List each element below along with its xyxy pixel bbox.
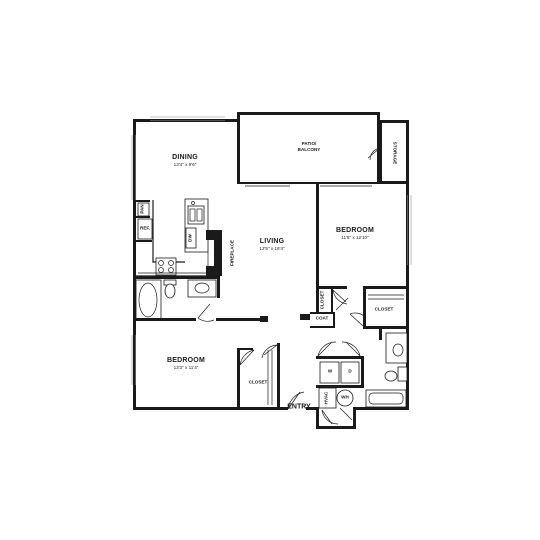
bedroom-left-label: BEDROOM 13'3" x 11'4"	[167, 357, 205, 371]
patio-label: PATIO/ BALCONY	[297, 140, 321, 152]
living-label: LIVING 12'5" x 16'4"	[259, 238, 284, 252]
living-dims: 12'5" x 16'4"	[259, 246, 285, 252]
living-name: LIVING	[259, 238, 285, 246]
storage-walls	[367, 120, 409, 184]
washer-label: W	[327, 368, 333, 374]
dryer-label: D	[348, 368, 352, 374]
bedroom-right-name: BEDROOM	[336, 227, 374, 235]
wh-label: WH	[341, 394, 349, 400]
dining-name: DINING	[172, 154, 198, 162]
bedroom-right-dims: 11'5" x 12'10"	[341, 235, 369, 241]
right-bedroom-walls	[300, 184, 409, 328]
pan-label: PAN	[139, 204, 145, 214]
entry-label: ENTRY	[287, 403, 311, 411]
patio-name-line1: PATIO/	[301, 140, 317, 146]
bedroom-left-name: BEDROOM	[167, 357, 205, 365]
patio-name-line2: BALCONY	[297, 146, 321, 152]
left-bedroom-walls	[136, 316, 305, 410]
fireplace-label: FIREPLACE	[229, 239, 235, 267]
closet-right-label: CLOSET	[374, 306, 394, 312]
windows	[131, 116, 412, 385]
right-bath-laundry	[316, 326, 409, 425]
bedroom-right-label: BEDROOM 11'5" x 12'10"	[336, 227, 374, 241]
patio-sliding-doors	[240, 182, 377, 187]
kitchen	[136, 198, 210, 277]
coat-label: COAT	[315, 315, 329, 321]
closet-small-label: CLOSET	[319, 290, 325, 310]
fireplace	[206, 230, 222, 276]
bedroom-left-dims: 13'3" x 11'4"	[173, 365, 199, 371]
closet-left-label: CLOSET	[248, 379, 268, 385]
dw-label: DW	[187, 234, 193, 242]
storage-label: STORAGE	[392, 141, 398, 165]
dining-label: DINING 13'4" x 9'6"	[172, 154, 198, 168]
ref-label: REF.	[140, 225, 150, 231]
hvac-label: HVAC	[323, 391, 329, 405]
dining-dims: 13'4" x 9'6"	[173, 162, 197, 168]
left-bath	[135, 276, 220, 322]
